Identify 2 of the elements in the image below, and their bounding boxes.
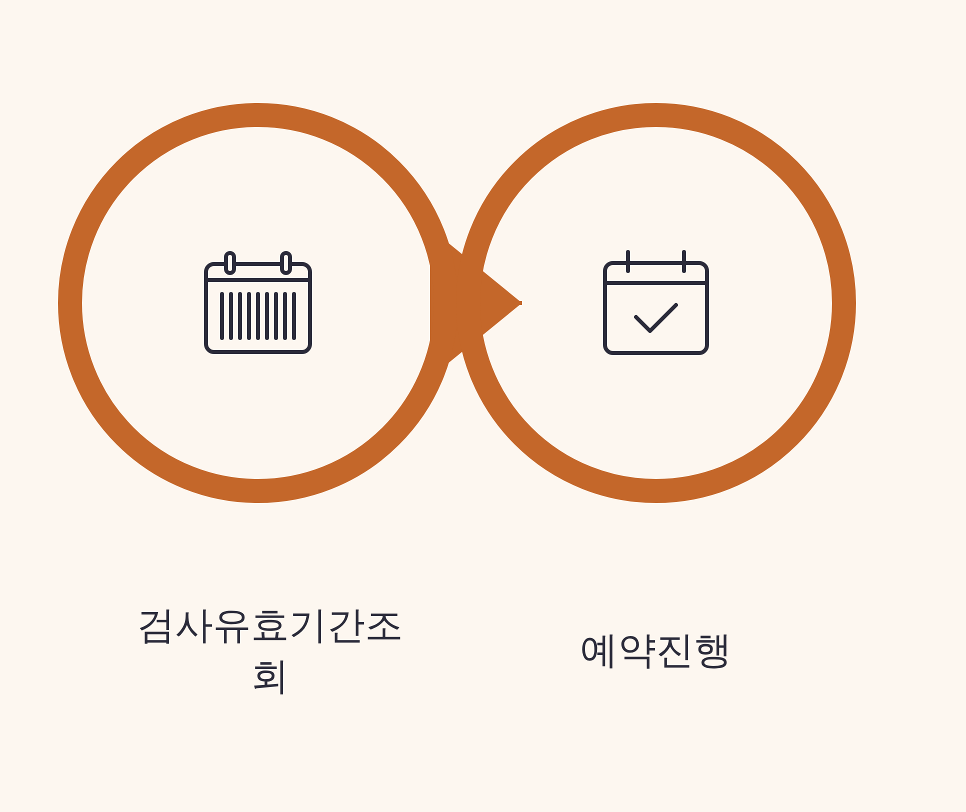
step-caption: 검사유효기간조회: [136, 602, 404, 700]
step-caption: 예약진행: [579, 627, 733, 674]
